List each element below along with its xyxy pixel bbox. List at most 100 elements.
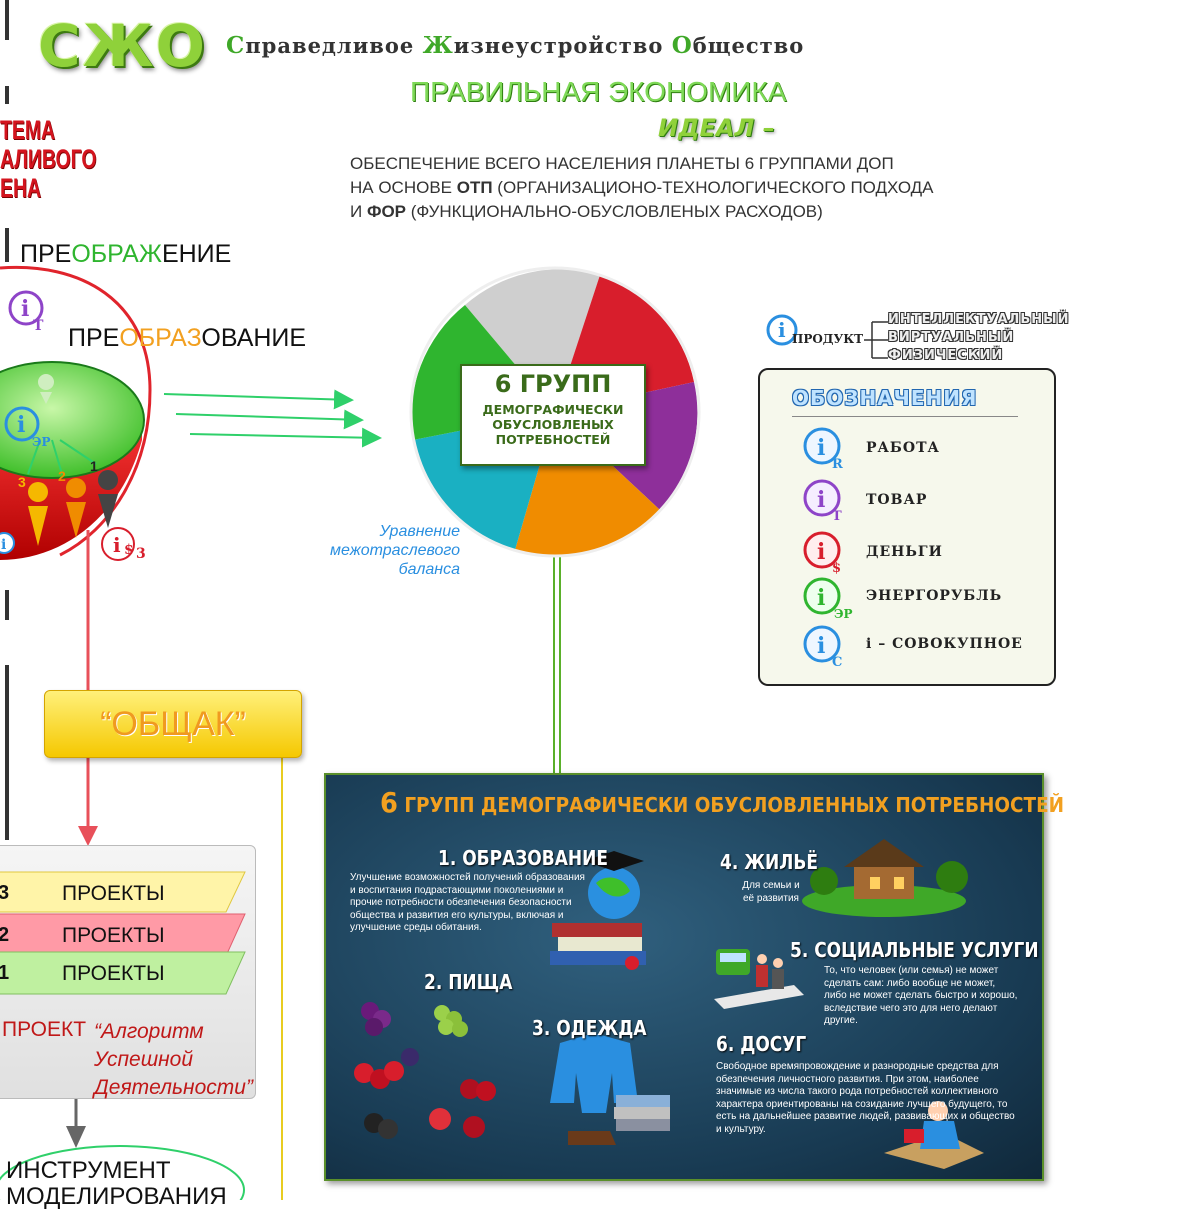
svg-text:i: i	[21, 296, 29, 322]
leisure-icon	[884, 1101, 984, 1169]
bowl-number-1: 1	[90, 458, 98, 474]
subtitle: ПРАВИЛЬНАЯ ЭКОНОМИКА	[410, 76, 787, 107]
pz-b: ОБРАЖ	[71, 240, 162, 268]
group-5-heading: 5. СОЦИАЛЬНЫЕ УСЛУГИ	[790, 938, 1039, 962]
balance-line-1: Уравнение	[379, 523, 461, 540]
bowl	[0, 361, 145, 560]
wheel-title: 6 ГРУПП	[494, 370, 612, 398]
i-energorubl-icon: i ЭР	[4, 406, 51, 449]
project-label-3: ПРОЕКТЫ	[62, 882, 165, 905]
produkt-type-3: ФИЗИЧЕСКИЙ	[888, 348, 1004, 363]
pv-b: ОБРАЗ	[119, 324, 202, 352]
full-name-rest-3: бщество	[692, 33, 805, 58]
group-1-text: Улучшение возможностей получений образов…	[350, 872, 585, 933]
group-5-text: То, что человек (или семья) не может сде…	[824, 965, 1018, 1026]
house-icon	[802, 839, 968, 917]
algorithm-line-3: Деятельности”	[94, 1076, 253, 1099]
project-label-2: ПРОЕКТЫ	[62, 924, 165, 947]
group-2-heading: 2. ПИЩА	[424, 970, 513, 994]
legend-label-energy: ЭНЕРГОРУБЛЬ	[866, 588, 1003, 604]
algorithm-text: “Алгоритм Успешной Деятельности”	[94, 1018, 253, 1102]
svg-text:i: i	[817, 487, 825, 513]
i-work-icon: i R	[803, 427, 843, 472]
group-4-text: Для семьи и её развития	[742, 880, 800, 904]
instrument-text: ИНСТРУМЕНТ МОДЕЛИРОВАНИЯ	[6, 1158, 227, 1210]
svg-text:T: T	[33, 318, 44, 334]
svg-text:i: i	[817, 633, 825, 659]
pz-c: ЕНИЕ	[161, 240, 232, 268]
project-stripes-overlay	[0, 871, 246, 995]
green-arrows	[163, 389, 382, 448]
i-total-sub: C	[832, 655, 842, 670]
i-icon-small: i	[0, 532, 15, 554]
group-1-heading: 1. ОБРАЗОВАНИЕ	[438, 846, 608, 870]
red-title-line-1: ТЕМА	[0, 115, 56, 145]
globe-books-icon	[550, 851, 646, 970]
legend-title: ОБОЗНАЧЕНИЯ	[792, 386, 978, 410]
i-tovar-icon: i T	[8, 290, 44, 334]
i-produkt-icon: i	[766, 314, 798, 346]
logo: СЖО	[38, 12, 207, 80]
algorithm-line-1: “Алгоритм	[94, 1020, 204, 1043]
panel-illustrations	[354, 839, 984, 1169]
svg-text:i: i	[778, 318, 786, 342]
social-services-icon	[714, 949, 804, 1009]
wheel-sub-3: ПОТРЕБНОСТЕЙ	[495, 432, 611, 447]
red-title-line-2: АЛИВОГО	[0, 144, 97, 174]
svg-text:i: i	[817, 585, 825, 611]
instrument-line-1: ИНСТРУМЕНТ	[6, 1157, 171, 1184]
desc-3-post: (ФУНКЦИОНАЛЬНО-ОБУСЛОВЛЕНЫХ РАСХОДОВ)	[406, 202, 823, 221]
i-money-legend-icon: i $	[803, 531, 841, 576]
balance-line-3: баланса	[398, 561, 460, 578]
desc-3-bold: ФОР	[366, 202, 407, 221]
instrument-line-2: МОДЕЛИРОВАНИЯ	[6, 1183, 227, 1210]
i-total-icon: i C	[803, 625, 842, 670]
group-3-heading: 3. ОДЕЖДА	[532, 1016, 647, 1040]
berries-icon	[354, 1002, 496, 1139]
svg-text:i: i	[113, 533, 121, 557]
desc-2-post: (ОРГАНИЗАЦИОНО-ТЕХНОЛОГИЧЕСКОГО ПОДХОДА	[492, 178, 934, 197]
i-goods-icon: i T	[803, 479, 842, 524]
panel-title-num: 6	[380, 786, 398, 819]
svg-text:$: $	[124, 542, 134, 558]
obshak-box: “ОБЩАК”	[44, 690, 302, 758]
project-label-1: ПРОЕКТЫ	[62, 962, 165, 985]
preobrazhenie-label: ПРЕОБРАЖЕНИЕ	[20, 240, 231, 269]
legend-label-money: ДЕНЬГИ	[866, 544, 943, 560]
preobrazhenie-circle	[0, 265, 152, 557]
svg-text:i: i	[817, 539, 825, 565]
full-name-cap-2: Ж	[422, 32, 454, 59]
svg-text:i: i	[17, 412, 25, 438]
i-money-sub: $	[832, 561, 841, 576]
desc-3-pre: И	[350, 202, 367, 221]
i-money-icon: i $ 3	[101, 527, 146, 562]
obshak-label: “ОБЩАК”	[100, 705, 246, 743]
group-6-text: Свободное времяпровождение и разнородные…	[716, 1061, 1015, 1135]
project-prefix: ПРОЕКТ	[2, 1018, 87, 1041]
bowl-number-3: 3	[18, 474, 26, 490]
desc-2-bold: ОТП	[456, 178, 493, 197]
wheel-center-card: 6 ГРУПП ДЕМОГРАФИЧЕСКИ ОБУСЛОВЛЕНЫХ ПОТР…	[460, 364, 646, 466]
wheel-subtitle: ДЕМОГРАФИЧЕСКИ ОБУСЛОВЛЕНЫХ ПОТРЕБНОСТЕЙ	[462, 402, 644, 447]
description-line-3: И ФОР (ФУНКЦИОНАЛЬНО-ОБУСЛОВЛЕНЫХ РАСХОД…	[350, 202, 823, 222]
wheel-sub-1: ДЕМОГРАФИЧЕСКИ	[482, 402, 624, 417]
description-line-1: ОБЕСПЕЧЕНИЕ ВСЕГО НАСЕЛЕНИЯ ПЛАНЕТЫ 6 ГР…	[350, 154, 894, 173]
full-name-cap-1: С	[226, 32, 246, 59]
pv-c: ОВАНИЕ	[201, 324, 307, 352]
wheel-sub-2: ОБУСЛОВЛЕНЫХ	[492, 417, 614, 432]
legend-divider	[792, 416, 1018, 417]
full-name: Справедливое Жизнеустройство Общество	[226, 32, 804, 59]
clothes-icon	[550, 1033, 670, 1145]
produkt-type-1: ИНТЕЛЛЕКТУАЛЬНЫЙ	[888, 312, 1070, 327]
balance-equation-label: Уравнение межотраслевого баланса	[300, 522, 460, 579]
full-name-rest-1: праведливое	[245, 33, 423, 58]
panel-title-rest: ГРУПП ДЕМОГРАФИЧЕСКИ ОБУСЛОВЛЕННЫХ ПОТРЕ…	[397, 793, 1065, 817]
bowl-number-2: 2	[58, 468, 66, 484]
project-num-2: 2	[0, 924, 10, 946]
svg-text:i: i	[1, 537, 6, 553]
full-name-cap-3: О	[671, 32, 693, 59]
description-line-2: НА ОСНОВЕ ОТП (ОРГАНИЗАЦИОНО-ТЕХНОЛОГИЧЕ…	[350, 178, 934, 198]
produkt-label: ПРОДУКТ	[792, 332, 864, 346]
pv-a: ПРЕ	[68, 324, 120, 352]
group-6-heading: 6. ДОСУГ	[716, 1032, 807, 1056]
